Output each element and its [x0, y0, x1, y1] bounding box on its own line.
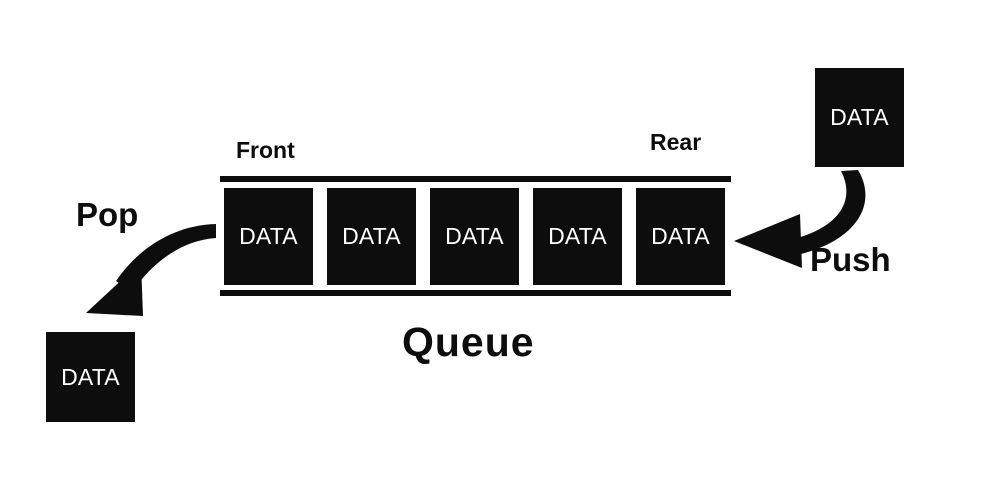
queue-title-label: Queue — [402, 319, 535, 365]
front-label: Front — [236, 137, 295, 163]
queue-cell-label: DATA — [342, 223, 401, 249]
pop-label: Pop — [76, 196, 139, 233]
rear-label: Rear — [650, 129, 702, 155]
queue-cell-label: DATA — [239, 223, 298, 249]
queue-bottom-rail — [220, 290, 731, 296]
push-source-data-label: DATA — [830, 104, 889, 130]
queue-cell: DATA — [327, 188, 416, 285]
queue-cell: DATA — [636, 188, 725, 285]
queue-cell: DATA — [430, 188, 519, 285]
push-label: Push — [810, 241, 891, 278]
pop-target-data-label: DATA — [61, 363, 120, 390]
queue-cell-label: DATA — [445, 223, 504, 249]
queue-cell-label: DATA — [548, 223, 607, 249]
queue-cell-label: DATA — [651, 223, 710, 249]
queue-top-rail — [220, 176, 731, 182]
pop-target-data-box: DATA — [46, 332, 135, 422]
queue-cell: DATA — [224, 188, 313, 285]
queue-cell: DATA — [533, 188, 622, 285]
push-source-data-box: DATA — [815, 68, 904, 167]
pop-arrow-icon — [86, 224, 216, 316]
